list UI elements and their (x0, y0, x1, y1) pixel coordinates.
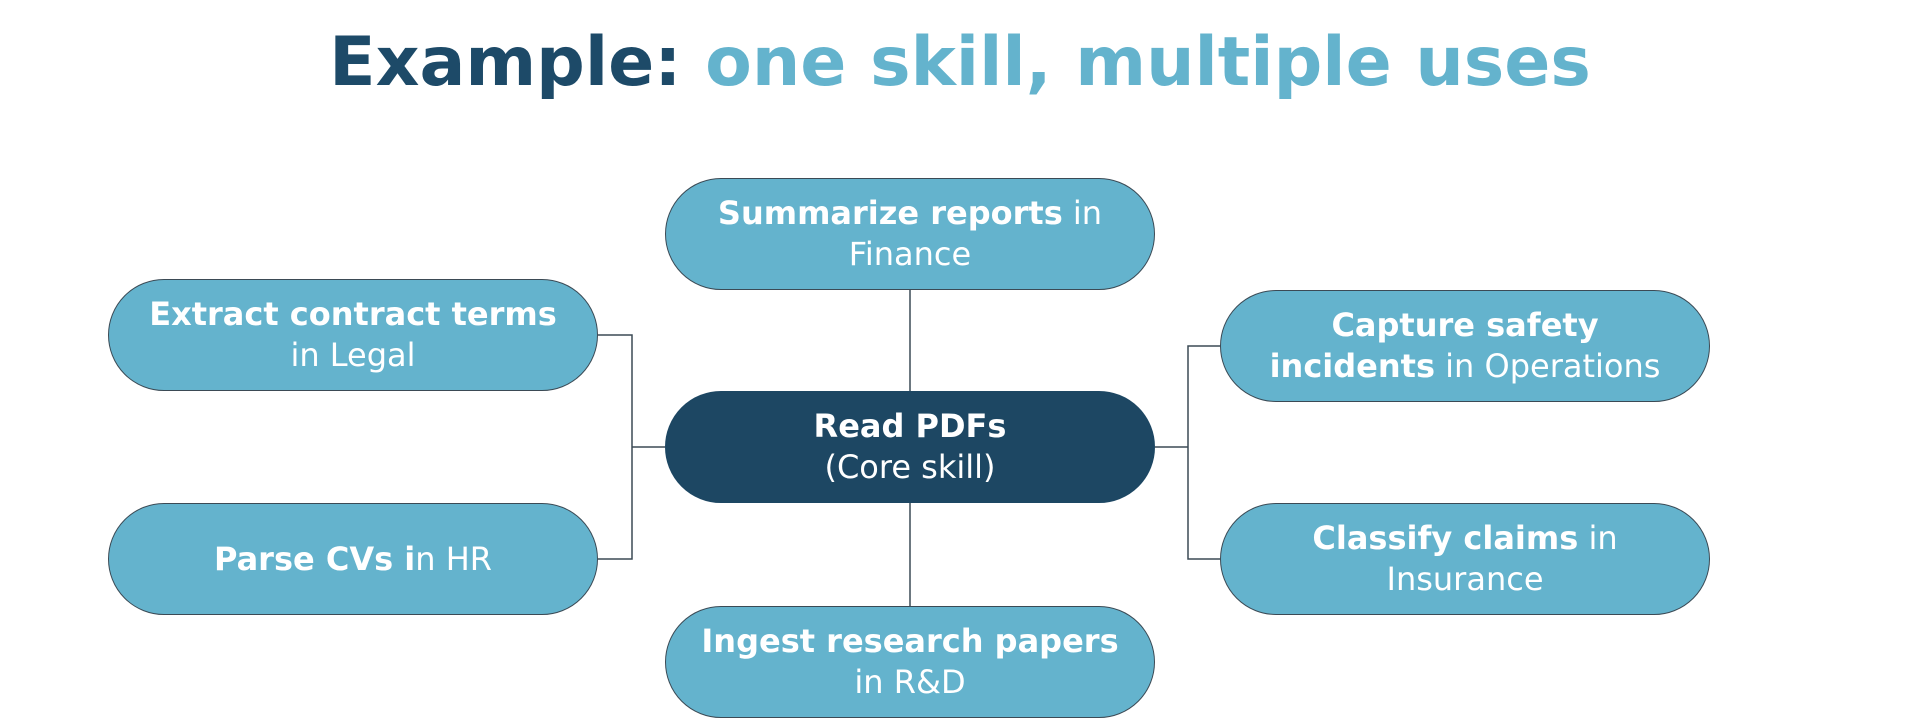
node-finance-domain: in Finance (848, 194, 1103, 273)
node-finance-skill: Summarize reports (717, 194, 1063, 232)
node-rnd-domain: in R&D (854, 663, 966, 701)
title-lead: Example: (329, 23, 682, 102)
node-core-skill: Read PDFs(Core skill) (665, 391, 1155, 503)
page-title: Example: one skill, multiple uses (0, 18, 1920, 108)
node-hr-skill: Parse CVs i (213, 539, 416, 578)
node-rnd-skill: Ingest research papers (701, 622, 1119, 660)
node-legal-skill: Extract contract terms (149, 295, 557, 333)
title-accent: one skill, multiple uses (705, 23, 1591, 102)
connector-legal (598, 334, 633, 560)
node-finance: Summarize reports in Finance (665, 178, 1155, 290)
node-operations-skill: Capture safety incidents (1269, 306, 1599, 385)
node-legal-domain: in Legal (290, 336, 416, 374)
node-legal: Extract contract terms in Legal (108, 279, 598, 391)
node-operations: Capture safety incidents in Operations (1220, 290, 1710, 402)
node-core-skill-label: (Core skill) (824, 448, 996, 486)
node-hr-domain: n HR (415, 539, 492, 578)
node-core-skill-name: Read PDFs (813, 407, 1007, 445)
node-rnd: Ingest research papers in R&D (665, 606, 1155, 718)
node-insurance: Classify claims in Insurance (1220, 503, 1710, 615)
node-operations-domain: in Operations (1434, 347, 1661, 385)
node-hr: Parse CVs in HR (108, 503, 598, 615)
connector-right (1187, 345, 1220, 560)
node-insurance-skill: Classify claims (1312, 519, 1579, 557)
node-insurance-domain: in Insurance (1386, 519, 1618, 598)
